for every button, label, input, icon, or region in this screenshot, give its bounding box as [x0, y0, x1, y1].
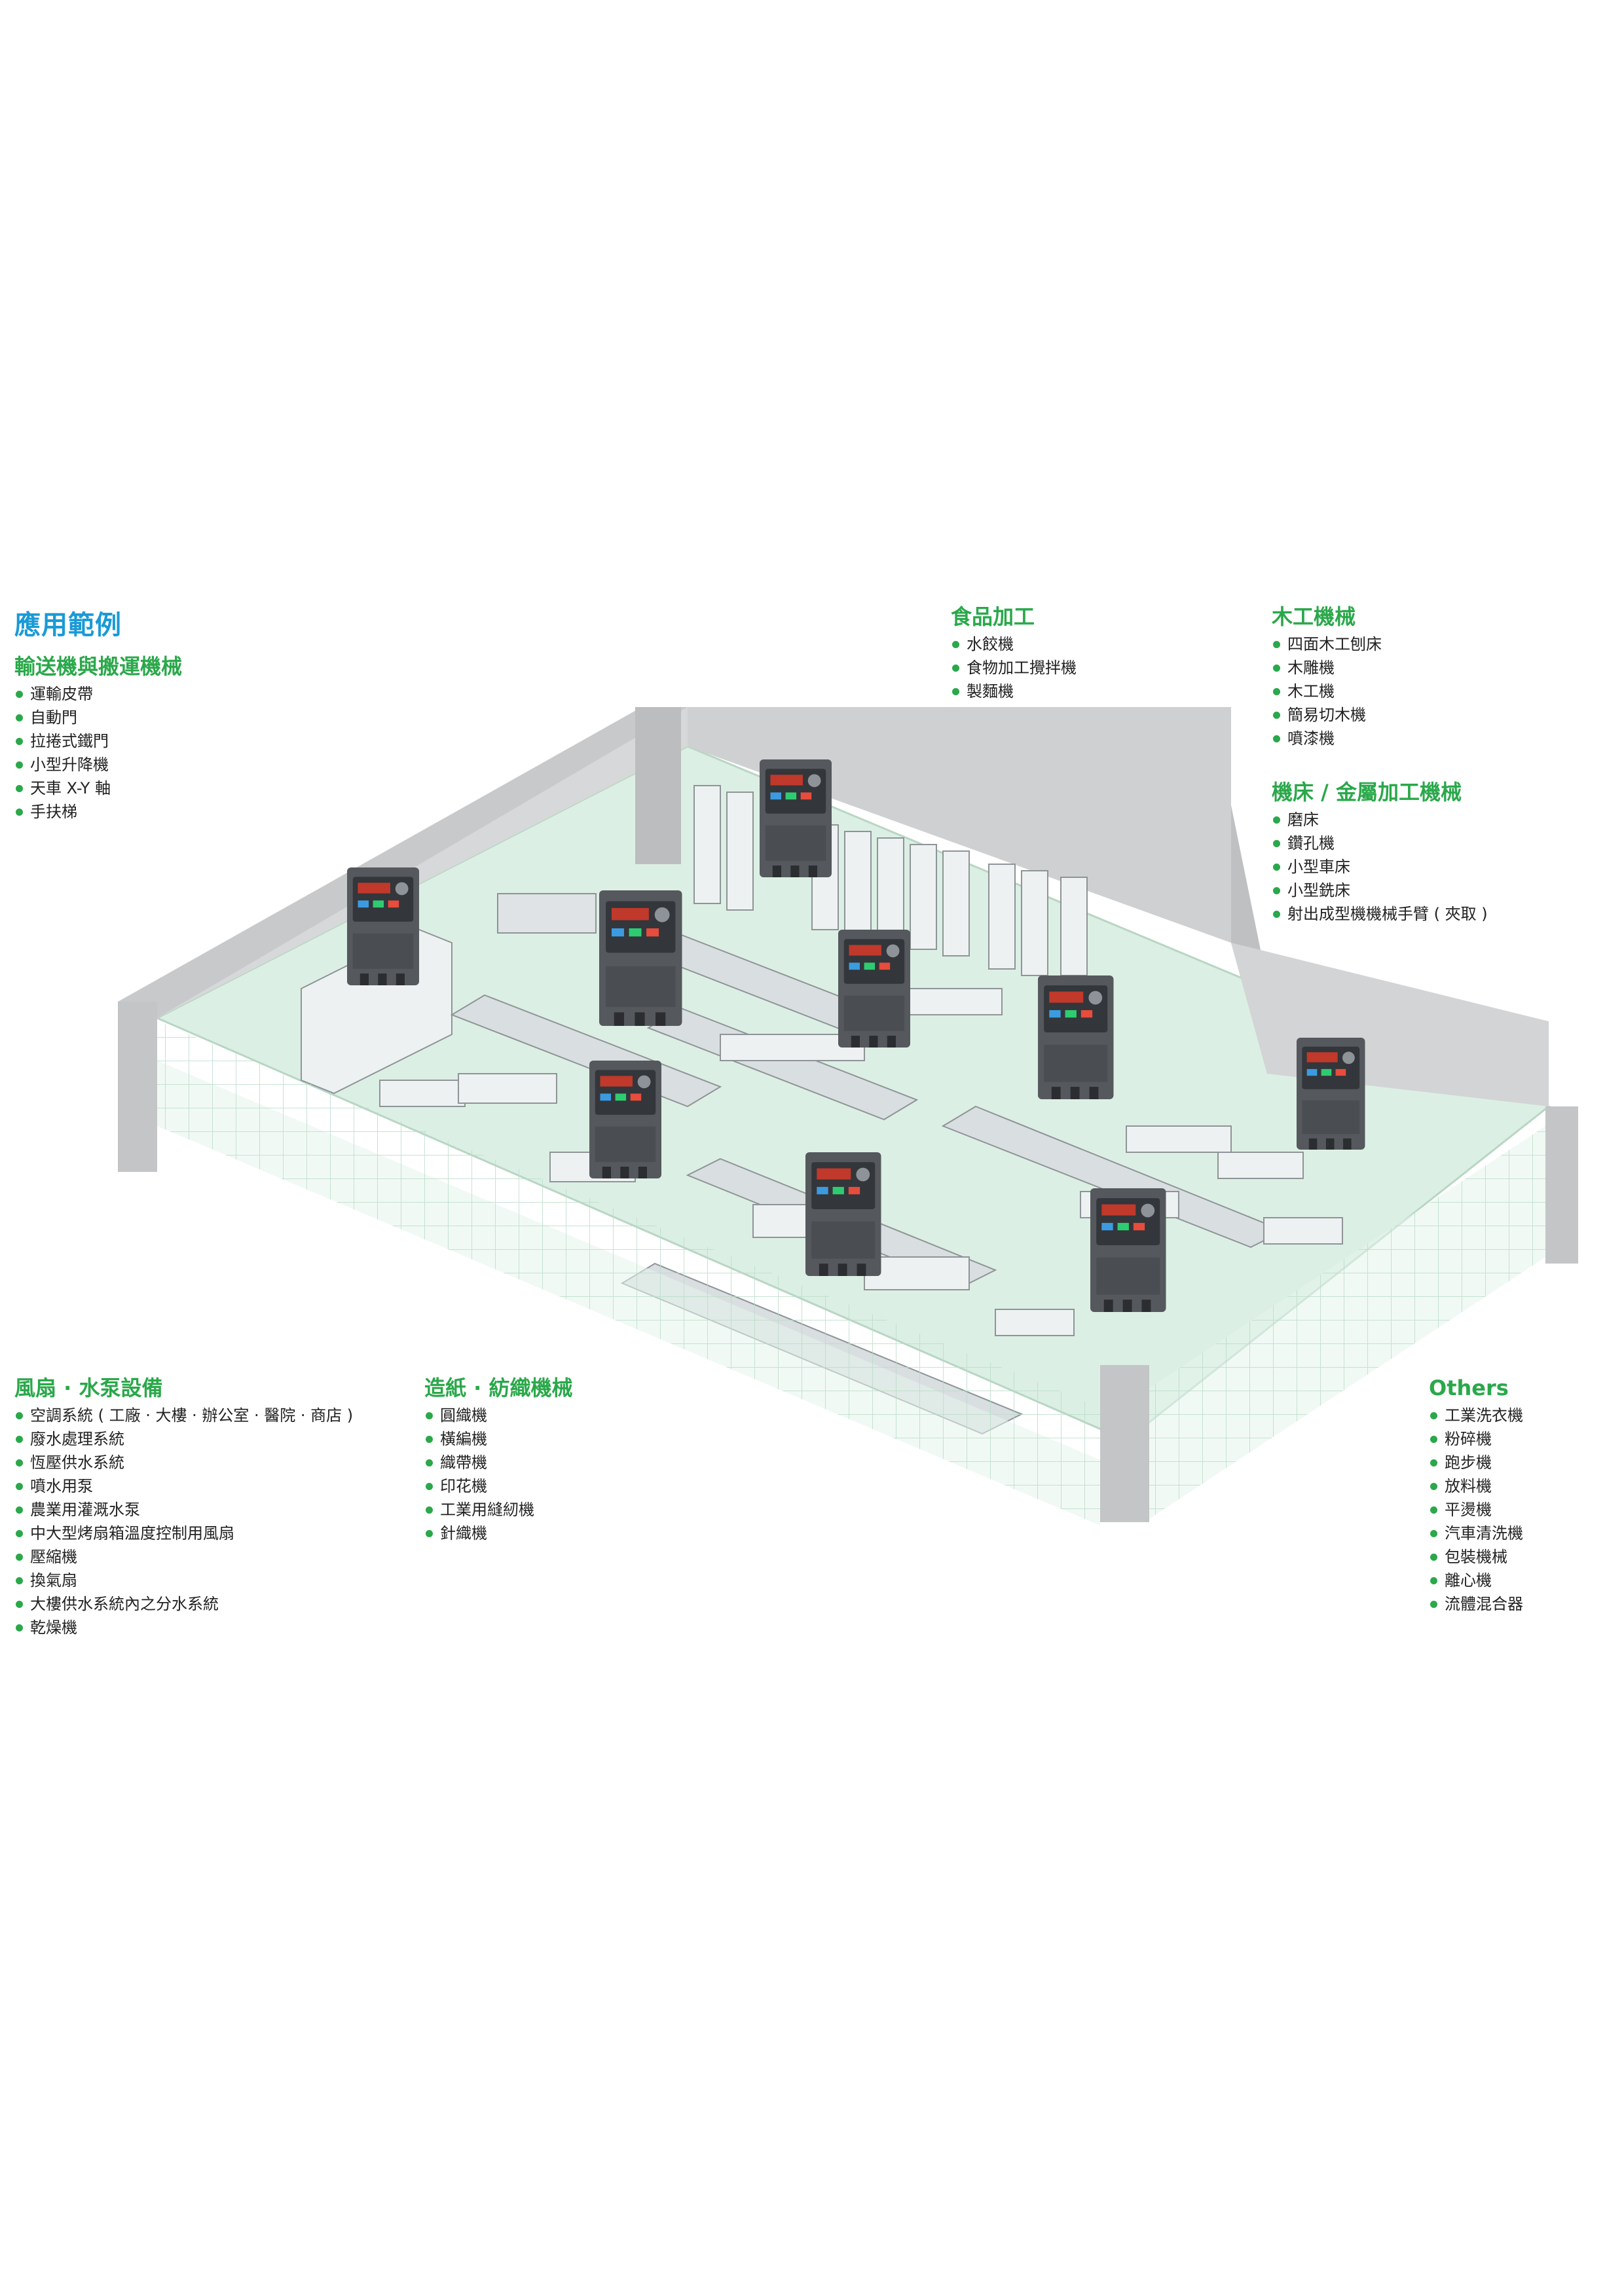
list-item: 放料機 — [1429, 1474, 1523, 1498]
list-item: 四面木工刨床 — [1272, 632, 1382, 656]
list-item: 汽車清洗機 — [1429, 1522, 1523, 1545]
page-title: 應用範例 — [14, 610, 122, 640]
list-item: 製麵機 — [951, 680, 1077, 703]
list-item: 離心機 — [1429, 1569, 1523, 1592]
list-item: 跑步機 — [1429, 1451, 1523, 1474]
list-item: 磨床 — [1272, 808, 1488, 831]
category-title: 機床 / 金屬加工機械 — [1272, 780, 1462, 805]
category-title: 食品加工 — [951, 604, 1035, 629]
machinery — [301, 785, 1343, 1435]
category-list: 四面木工刨床 木雕機 木工機 簡易切木機 噴漆機 — [1272, 632, 1382, 750]
category-list: 工業洗衣機 粉碎機 跑步機 放料機 平燙機 汽車清洗機 包裝機械 離心機 流體混… — [1429, 1404, 1523, 1616]
category-list: 磨床 鑽孔機 小型車床 小型銑床 射出成型機機械手臂 ( 夾取 ) — [1272, 808, 1488, 926]
glass-partition — [157, 1021, 1545, 1525]
category-list: 圓織機 橫編機 織帶機 印花機 工業用縫紉機 針織機 — [424, 1404, 572, 1545]
list-item: 小型銑床 — [1272, 879, 1488, 902]
list-item: 乾燥機 — [14, 1616, 353, 1639]
inverter-drive — [838, 930, 910, 1048]
list-item: 木雕機 — [1272, 656, 1382, 680]
list-item: 自動門 — [14, 706, 182, 729]
category-food: 食品加工 水餃機 食物加工攪拌機 製麵機 — [951, 602, 1077, 703]
category-fan-pump: 風扇 · 水泵設備 空調系統 ( 工廠 · 大樓 · 辦公室 · 醫院 · 商店… — [14, 1374, 353, 1639]
list-item: 針織機 — [424, 1522, 572, 1545]
inverter-drive — [1090, 1188, 1166, 1312]
inverter-drive — [589, 1061, 661, 1178]
list-item: 小型升降機 — [14, 753, 182, 776]
list-item: 木工機 — [1272, 680, 1382, 703]
list-item: 工業用縫紉機 — [424, 1498, 572, 1522]
category-list: 運輸皮帶 自動門 拉捲式鐵門 小型升降機 天車 X-Y 軸 手扶梯 — [14, 682, 182, 824]
list-item: 空調系統 ( 工廠 · 大樓 · 辦公室 · 醫院 · 商店 ) — [14, 1404, 353, 1427]
list-item: 工業洗衣機 — [1429, 1404, 1523, 1427]
list-item: 大樓供水系統內之分水系統 — [14, 1592, 353, 1616]
inverter-drives — [347, 759, 1365, 1312]
list-item: 拉捲式鐵門 — [14, 729, 182, 753]
list-item: 小型車床 — [1272, 855, 1488, 879]
inverter-drive — [599, 890, 682, 1026]
list-item: 廢水處理系統 — [14, 1427, 353, 1451]
list-item: 壓縮機 — [14, 1545, 353, 1569]
list-item: 食物加工攪拌機 — [951, 656, 1077, 680]
list-item: 包裝機械 — [1429, 1545, 1523, 1569]
category-list: 空調系統 ( 工廠 · 大樓 · 辦公室 · 醫院 · 商店 ) 廢水處理系統 … — [14, 1404, 353, 1639]
list-item: 射出成型機機械手臂 ( 夾取 ) — [1272, 902, 1488, 926]
category-paper-textile: 造紙 · 紡織機械 圓織機 橫編機 織帶機 印花機 工業用縫紉機 針織機 — [424, 1374, 572, 1545]
list-item: 手扶梯 — [14, 800, 182, 824]
list-item: 運輸皮帶 — [14, 682, 182, 706]
list-item: 簡易切木機 — [1272, 703, 1382, 727]
category-machine-tool: 機床 / 金屬加工機械 磨床 鑽孔機 小型車床 小型銑床 射出成型機機械手臂 (… — [1272, 778, 1488, 926]
list-item: 粉碎機 — [1429, 1427, 1523, 1451]
category-title: 木工機械 — [1272, 604, 1356, 629]
list-item: 平燙機 — [1429, 1498, 1523, 1522]
category-list: 水餃機 食物加工攪拌機 製麵機 — [951, 632, 1077, 703]
list-item: 換氣扇 — [14, 1569, 353, 1592]
category-title: 輸送機與搬運機械 — [14, 654, 183, 679]
list-item: 織帶機 — [424, 1451, 572, 1474]
category-others: Others 工業洗衣機 粉碎機 跑步機 放料機 平燙機 汽車清洗機 包裝機械 … — [1429, 1374, 1523, 1616]
list-item: 噴水用泵 — [14, 1474, 353, 1498]
list-item: 噴漆機 — [1272, 727, 1382, 750]
inverter-drive — [1038, 975, 1114, 1099]
category-conveyor: 輸送機與搬運機械 運輸皮帶 自動門 拉捲式鐵門 小型升降機 天車 X-Y 軸 手… — [14, 652, 182, 824]
list-item: 印花機 — [424, 1474, 572, 1498]
list-item: 橫編機 — [424, 1427, 572, 1451]
list-item: 恆壓供水系統 — [14, 1451, 353, 1474]
category-title: 風扇 · 水泵設備 — [14, 1376, 163, 1400]
list-item: 農業用灌溉水泵 — [14, 1498, 353, 1522]
inverter-drive — [805, 1152, 881, 1276]
inverter-drive — [347, 867, 419, 985]
category-wood: 木工機械 四面木工刨床 木雕機 木工機 簡易切木機 噴漆機 — [1272, 602, 1382, 750]
list-item: 流體混合器 — [1429, 1592, 1523, 1616]
list-item: 中大型烤扇箱溫度控制用風扇 — [14, 1522, 353, 1545]
list-item: 水餃機 — [951, 632, 1077, 656]
category-title: Others — [1429, 1376, 1509, 1400]
list-item: 鑽孔機 — [1272, 831, 1488, 855]
list-item: 天車 X-Y 軸 — [14, 776, 182, 800]
inverter-drive — [760, 759, 832, 877]
inverter-drive — [1297, 1038, 1365, 1150]
list-item: 圓織機 — [424, 1404, 572, 1427]
category-title: 造紙 · 紡織機械 — [424, 1376, 573, 1400]
